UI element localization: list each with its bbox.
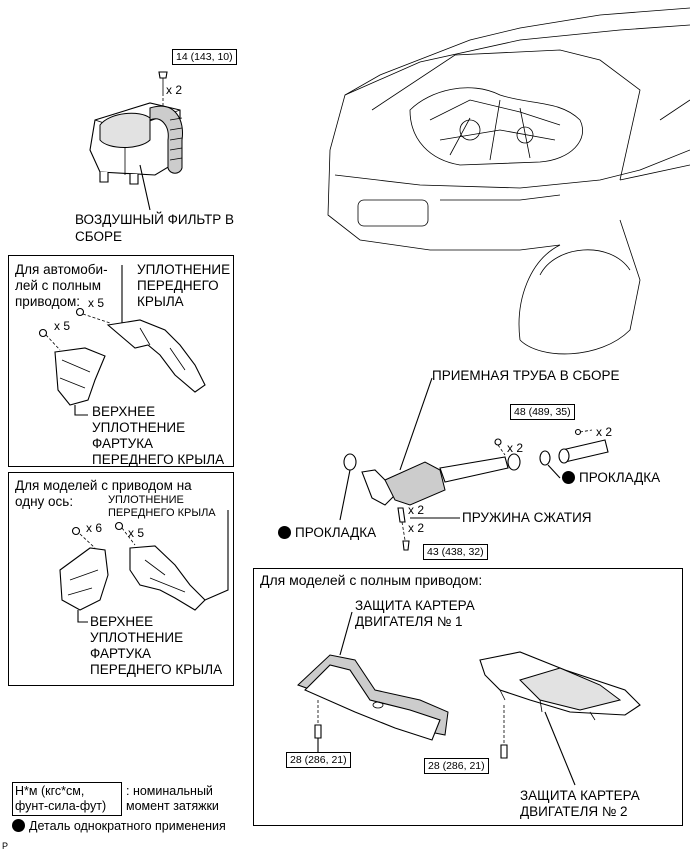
awd-fender-qty-b: x 5 [54,319,71,333]
guard2-label-2: ДВИГАТЕЛЯ № 2 [520,804,628,819]
awd-fender-heading-1: Для автомоби- [15,262,108,277]
twd-fender-upper-3: ФАРТУКА [90,646,152,661]
awd-fender-heading-3: приводом: [15,294,81,309]
twd-fender-upper-2: УПЛОТНЕНИЕ [90,630,184,645]
awd-fender-drawing [38,265,206,416]
awd-guard-box [253,568,683,826]
awd-fender-upper-1: ВЕРХНЕЕ [92,404,156,419]
air-filter-label-line2: СБОРЕ [75,229,122,244]
awd-fender-box [8,255,234,467]
compression-spring-label: ПРУЖИНА СЖАТИЯ [462,510,592,525]
air-filter-label-line1: ВОЗДУШНЫЙ ФИЛЬТР В [75,212,234,227]
awd-fender-upper-3: ФАРТУКА [92,436,154,451]
twd-fender-qty-b: x 5 [128,526,145,540]
awd-fender-qty-a: x 5 [88,296,105,310]
air-filter-torque: 14 (143, 10) [172,49,237,65]
guard1-label-1: ЗАЩИТА КАРТЕРА [355,598,475,613]
front-pipe-torque-top: 48 (489, 35) [510,404,575,420]
twd-fender-drawing [59,510,229,623]
non-reusable-icon [12,819,25,832]
legend-unit-2: фунт-сила-фут) [15,799,107,813]
twd-fender-upper-4: ПЕРЕДНЕГО КРЫЛА [90,662,223,677]
twd-fender-seal-2: ПЕРЕДНЕГО КРЫЛА [108,507,216,519]
front-pipe-bolt-qty-right: x 2 [596,425,613,439]
guard-torque-right: 28 (286, 21) [424,758,489,774]
legend-unit-box [12,782,122,816]
front-pipe-label: ПРИЕМНАЯ ТРУБА В СБОРЕ [432,368,620,383]
non-reusable-icon [278,526,291,539]
spring-bolt-qty: x 2 [408,521,425,535]
awd-fender-seal-3: КРЫЛА [137,294,184,309]
vehicle-outline [327,7,690,355]
gasket-left-label: ПРОКЛАДКА [278,525,376,541]
front-pipe-torque-bottom: 43 (438, 32) [423,544,488,560]
twd-fender-seal-1: УПЛОТНЕНИЕ [108,494,184,506]
guard1-label-2: ДВИГАТЕЛЯ № 1 [355,614,463,629]
spring-qty: x 2 [408,503,425,517]
twd-fender-heading-1: Для моделей с приводом на [15,478,192,493]
air-filter-bolt-qty: x 2 [166,83,183,97]
legend-non-reusable-text: Деталь однократного применения [29,819,226,833]
twd-fender-heading-2: одну ось: [15,494,74,509]
twd-fender-qty-a: x 6 [86,521,103,535]
engine-guard-drawing [297,611,641,786]
gasket-right-text: ПРОКЛАДКА [579,470,661,485]
awd-fender-seal-1: УПЛОТНЕНИЕ [137,262,231,277]
awd-fender-heading-2: лей с полным [15,278,102,293]
non-reusable-icon [562,471,575,484]
guard-torque-left: 28 (286, 21) [286,752,351,768]
corner-mark: P [2,841,9,851]
guard2-label-1: ЗАЩИТА КАРТЕРА [520,788,640,803]
gasket-left-text: ПРОКЛАДКА [295,525,377,540]
exhaust-drawing [339,377,609,551]
awd-fender-upper-4: ПЕРЕДНЕГО КРЫЛА [92,452,225,467]
awd-fender-upper-2: УПЛОТНЕНИЕ [92,420,186,435]
front-pipe-nut-qty: x 2 [507,441,524,455]
legend-unit-1: Н*м (кгс*см, [15,784,85,798]
legend-desc-1: : номинальный [126,784,213,798]
gasket-right-label: ПРОКЛАДКА [562,470,660,486]
twd-fender-upper-1: ВЕРХНЕЕ [90,614,154,629]
legend-desc-2: момент затяжки [126,799,219,813]
air-filter-drawing [89,71,184,211]
awd-guard-heading: Для моделей с полным приводом: [260,572,483,588]
legend-non-reusable: Деталь однократного применения [12,818,226,834]
twd-fender-box [8,472,234,686]
awd-fender-seal-2: ПЕРЕДНЕГО [137,278,219,293]
